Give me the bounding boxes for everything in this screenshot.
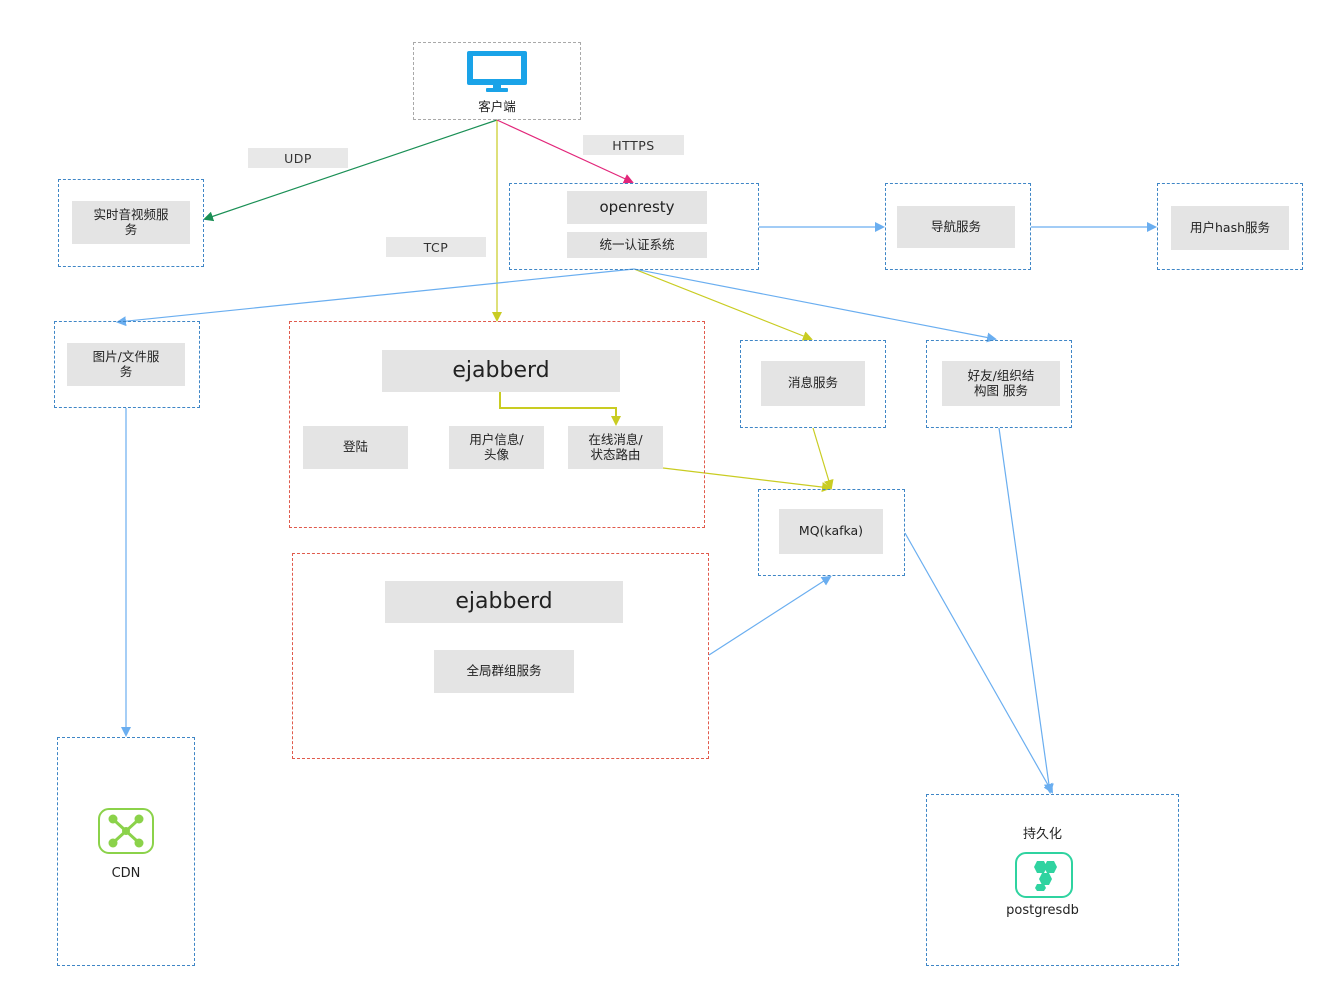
user-hash-node[interactable] — [1157, 183, 1303, 270]
cdn-label: CDN — [111, 866, 141, 881]
ejabberd-a-title: ejabberd — [382, 350, 620, 392]
message-service-label: 消息服务 — [761, 361, 865, 406]
edge-openresty-message — [633, 268, 813, 341]
online-routing-service[interactable]: 在线消息/ 状态路由 — [568, 426, 663, 469]
edge-friends-persistence — [998, 427, 1054, 794]
edge-ejabberd-online — [499, 392, 621, 426]
edge-openresty-files — [116, 268, 635, 327]
edge-openresty-friends — [633, 268, 997, 343]
edge-client-realtime — [203, 119, 498, 222]
openresty-node[interactable] — [509, 183, 759, 270]
file-service-label: 图片/文件服 务 — [67, 343, 185, 386]
cdn-node[interactable] — [57, 737, 195, 966]
monitor-icon — [467, 51, 527, 92]
mq-kafka-label: MQ(kafka) — [779, 509, 883, 554]
edge-client-openresty — [496, 119, 634, 184]
ejabberd-cluster-b[interactable] — [292, 553, 709, 759]
openresty-title: openresty — [567, 191, 707, 224]
realtime-av-node[interactable] — [58, 179, 204, 267]
user-hash-label: 用户hash服务 — [1171, 206, 1289, 250]
persistence-node[interactable] — [926, 794, 1179, 966]
database-icon — [1015, 852, 1073, 898]
message-service-node[interactable] — [740, 340, 886, 428]
client-node[interactable] — [413, 42, 581, 120]
navigation-label: 导航服务 — [897, 206, 1015, 248]
udp-label: UDP — [248, 148, 348, 168]
postgresdb-label: postgresdb — [1006, 903, 1079, 918]
persistence-title: 持久化 — [1022, 827, 1062, 842]
login-service[interactable]: 登陆 — [303, 426, 408, 469]
auth-system-label: 统一认证系统 — [567, 232, 707, 258]
friends-org-label: 好友/组织结 构图 服务 — [942, 361, 1060, 406]
edge-mq-persistence — [904, 532, 1053, 794]
ejabberd-b-title: ejabberd — [385, 581, 623, 623]
user-info-service[interactable]: 用户信息/ 头像 — [449, 426, 544, 469]
edge-message-mq — [812, 427, 834, 490]
friends-org-node[interactable] — [926, 340, 1072, 428]
realtime-av-label: 实时音视频服 务 — [72, 201, 190, 244]
file-service-node[interactable] — [54, 321, 200, 408]
https-label: HTTPS — [583, 135, 684, 155]
group-service[interactable]: 全局群组服务 — [434, 650, 574, 693]
edge-group-mq — [708, 575, 832, 656]
tcp-label: TCP — [386, 237, 486, 257]
edge-online-mq — [662, 467, 832, 493]
cdn-network-icon — [98, 808, 154, 854]
client-label: 客户端 — [478, 99, 516, 114]
navigation-node[interactable] — [885, 183, 1031, 270]
